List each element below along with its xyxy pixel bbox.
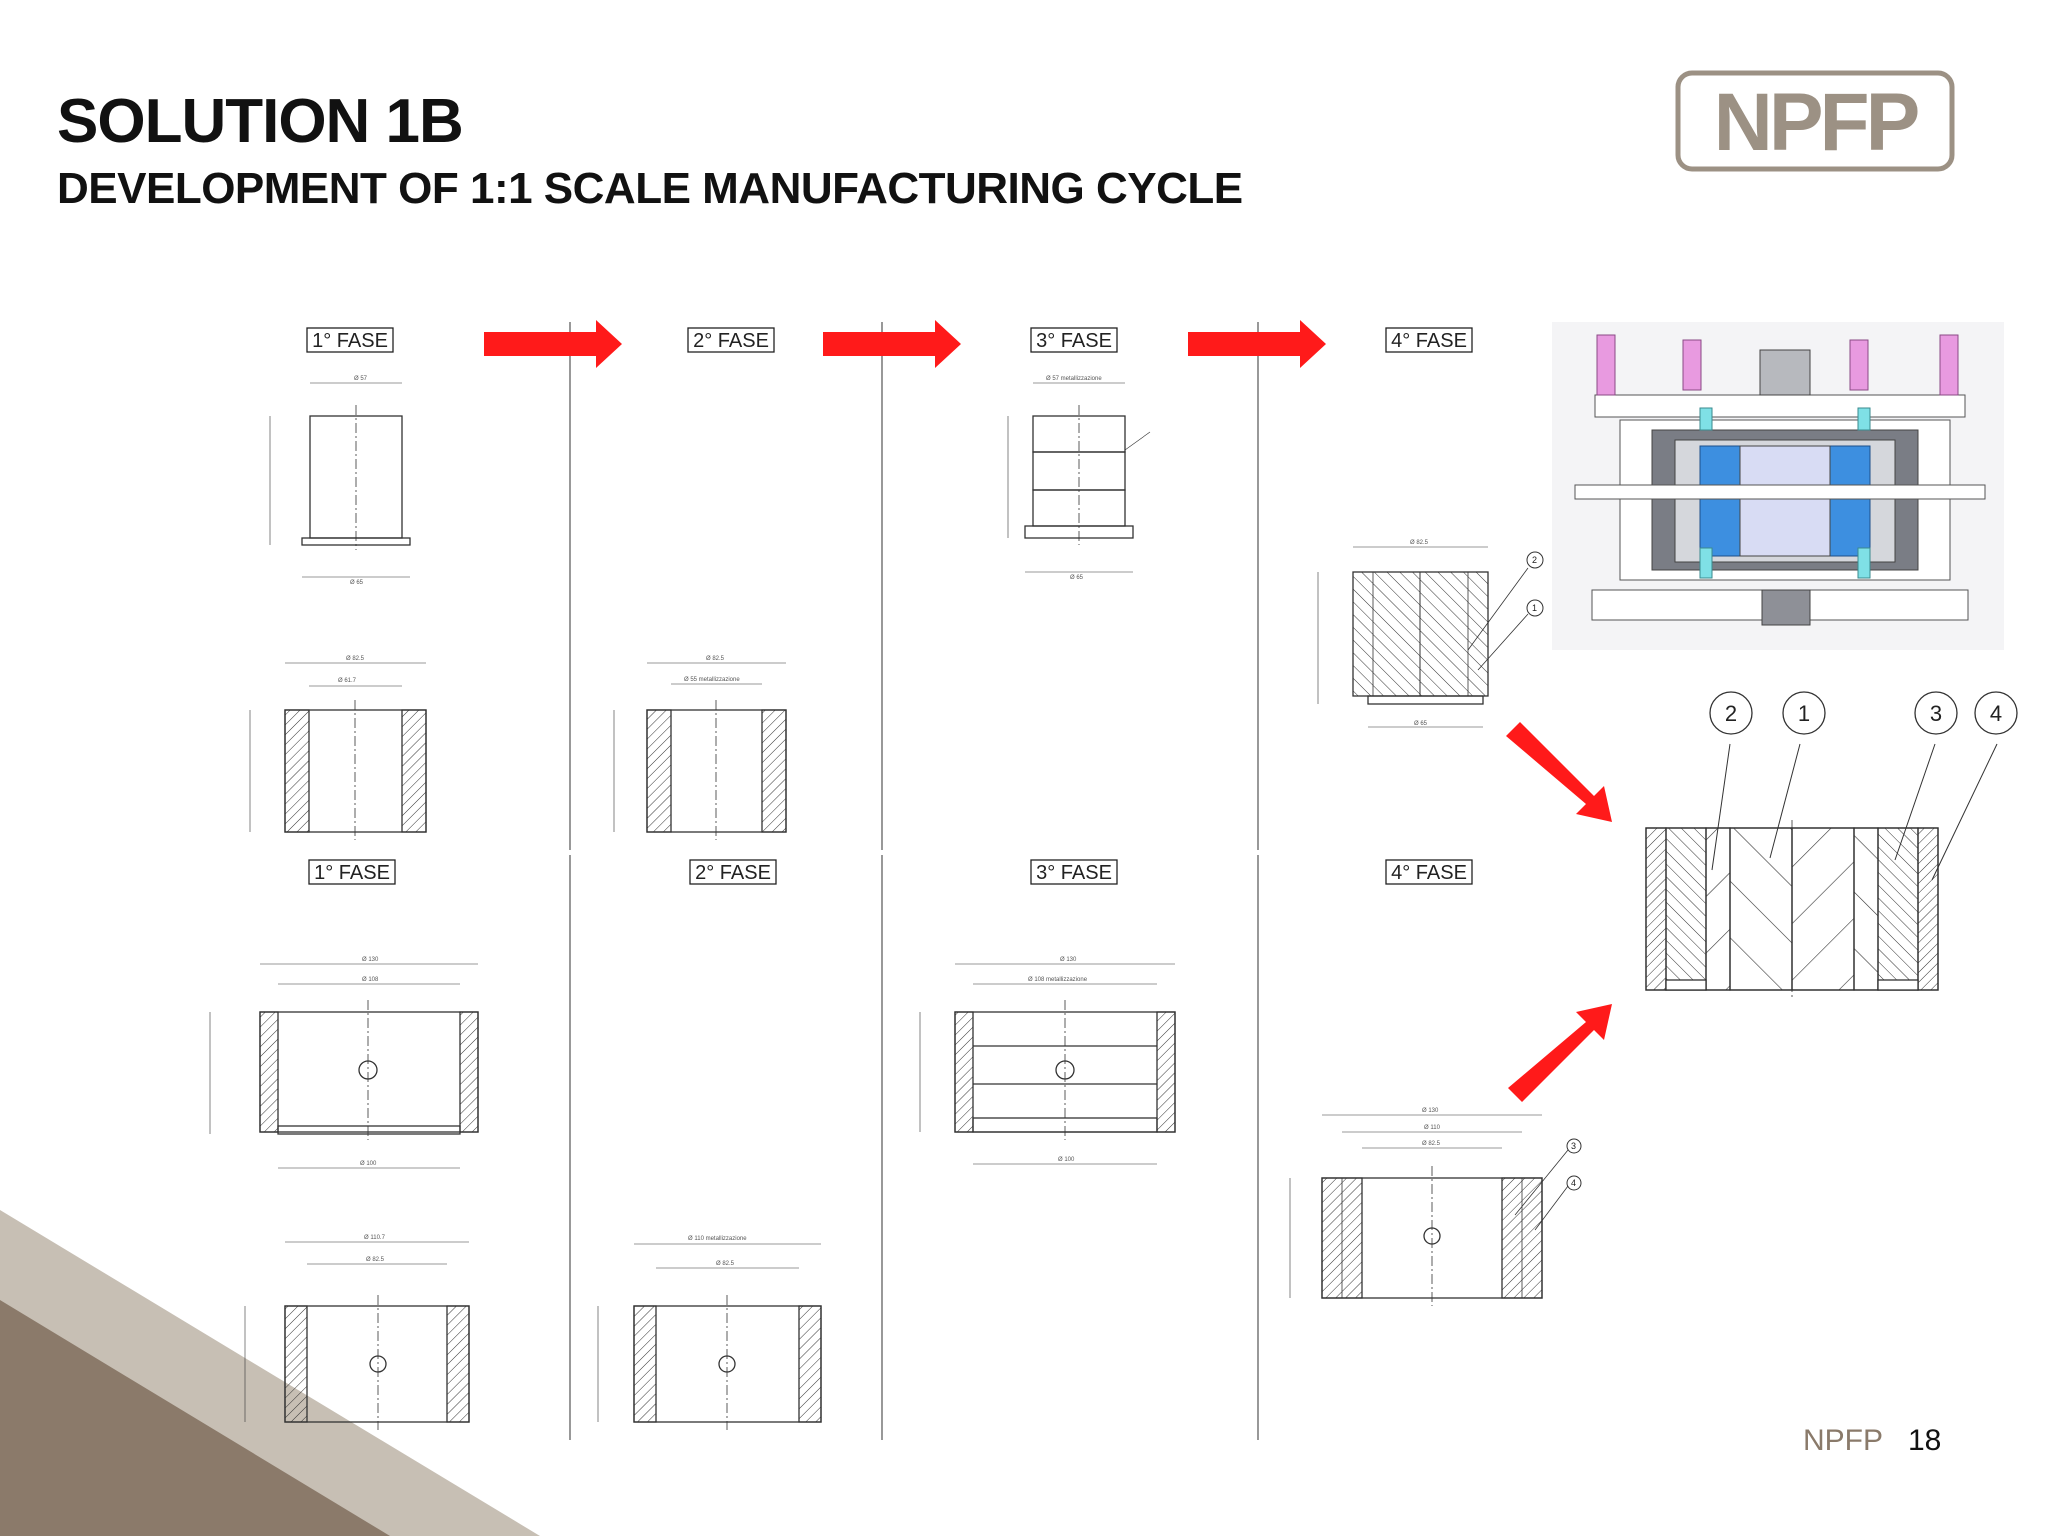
part-top-phase1-ring	[249, 662, 427, 840]
svg-text:Ø 130: Ø 130	[1060, 957, 1077, 963]
slide-title: SOLUTION 1B	[57, 87, 464, 156]
svg-text:Ø 57 metallizzazione: Ø 57 metallizzazione	[1046, 376, 1102, 382]
svg-text:Ø 130: Ø 130	[1422, 1108, 1439, 1114]
part-bottom-phase1-rough	[209, 963, 479, 1169]
svg-text:Ø 82.5: Ø 82.5	[1422, 1141, 1441, 1147]
svg-text:Ø 55 metallizzazione: Ø 55 metallizzazione	[684, 677, 740, 683]
phase-label-top-2: 2° FASE	[687, 327, 775, 353]
svg-text:3° FASE: 3° FASE	[1036, 330, 1112, 352]
svg-text:3: 3	[1571, 1141, 1576, 1151]
arrow-to-assembly-down	[1506, 722, 1612, 822]
svg-text:Ø 100: Ø 100	[360, 1161, 377, 1167]
balloon-4: 4	[1990, 701, 2002, 726]
phase-label-bottom-3: 3° FASE	[1030, 859, 1118, 885]
part-top-phase2-ring	[613, 662, 787, 840]
svg-text:3° FASE: 3° FASE	[1036, 862, 1112, 884]
part-bottom-phase3-stack	[919, 963, 1176, 1165]
footer-brand: NPFP	[1803, 1424, 1884, 1457]
arrow-to-assembly-up	[1508, 1004, 1612, 1102]
phase-separators	[569, 322, 1259, 1440]
svg-text:1: 1	[1532, 603, 1537, 613]
svg-text:Ø 108: Ø 108	[362, 977, 379, 983]
svg-text:Ø 110 metallizzazione: Ø 110 metallizzazione	[688, 1236, 747, 1242]
slide-subtitle: DEVELOPMENT OF 1:1 SCALE MANUFACTURING C…	[57, 164, 1243, 213]
phase-label-top-1: 1° FASE	[306, 327, 394, 353]
logo-text: NPFP	[1714, 77, 1918, 168]
phase-label-bottom-4: 4° FASE	[1385, 859, 1473, 885]
phase-label-top-4: 4° FASE	[1385, 327, 1473, 353]
arrow-phase-1-to-2	[484, 320, 622, 368]
part-bottom-phase4-section	[1289, 1114, 1582, 1306]
part-top-phase1-rough	[269, 382, 411, 578]
svg-text:Ø 82.5: Ø 82.5	[346, 656, 365, 662]
phase-label-top-3: 3° FASE	[1030, 327, 1118, 353]
assembly-section-drawing	[1645, 691, 2018, 998]
svg-text:2° FASE: 2° FASE	[695, 862, 771, 884]
part-bottom-phase1-ring	[244, 1241, 470, 1430]
svg-text:2° FASE: 2° FASE	[693, 330, 769, 352]
balloon-2: 2	[1725, 701, 1737, 726]
svg-text:Ø 61.7: Ø 61.7	[338, 678, 357, 684]
svg-text:Ø 110: Ø 110	[1424, 1125, 1441, 1131]
arrow-phase-2-to-3	[823, 320, 961, 368]
corner-decoration-dark	[0, 1300, 390, 1536]
part-bottom-phase2-ring	[597, 1243, 822, 1430]
assembly-3d-section-view	[1552, 322, 2004, 650]
svg-text:4° FASE: 4° FASE	[1391, 862, 1467, 884]
process-arrows	[484, 320, 1612, 1102]
part-top-phase3-stack	[1007, 382, 1151, 573]
svg-text:Ø 130: Ø 130	[362, 957, 379, 963]
svg-text:Ø 82.5: Ø 82.5	[1410, 540, 1429, 546]
page-number: 18	[1908, 1424, 1942, 1457]
part-top-phase4-section	[1317, 546, 1544, 728]
svg-text:Ø 82.5: Ø 82.5	[716, 1261, 735, 1267]
svg-text:Ø 65: Ø 65	[350, 580, 364, 586]
svg-text:Ø 57: Ø 57	[354, 376, 368, 382]
svg-text:4° FASE: 4° FASE	[1391, 330, 1467, 352]
balloon-3: 3	[1930, 701, 1942, 726]
svg-text:4: 4	[1571, 1178, 1576, 1188]
arrow-phase-3-to-4	[1188, 320, 1326, 368]
phase-label-bottom-1: 1° FASE	[308, 859, 396, 885]
svg-text:Ø 82.5: Ø 82.5	[706, 656, 725, 662]
phase-label-bottom-2: 2° FASE	[689, 859, 777, 885]
svg-text:Ø 108 metallizzazione: Ø 108 metallizzazione	[1028, 977, 1088, 983]
svg-text:1° FASE: 1° FASE	[312, 330, 388, 352]
svg-text:Ø 65: Ø 65	[1070, 575, 1084, 581]
npfp-logo: NPFP	[1675, 70, 1955, 172]
svg-text:2: 2	[1532, 555, 1537, 565]
svg-text:Ø 65: Ø 65	[1414, 721, 1428, 727]
svg-text:Ø 82.5: Ø 82.5	[366, 1257, 385, 1263]
svg-text:Ø 100: Ø 100	[1058, 1157, 1075, 1163]
balloon-1: 1	[1798, 701, 1810, 726]
svg-text:1° FASE: 1° FASE	[314, 862, 390, 884]
svg-text:Ø 110.7: Ø 110.7	[364, 1235, 386, 1241]
